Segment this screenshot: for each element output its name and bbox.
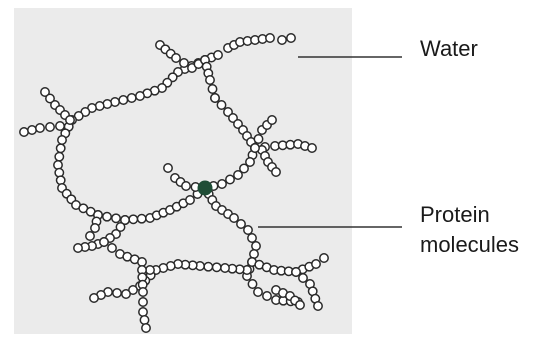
protein-bead xyxy=(181,181,191,191)
protein-bead xyxy=(253,134,264,144)
protein-bead xyxy=(249,249,259,259)
protein-bead xyxy=(120,215,130,225)
protein-bead xyxy=(250,143,260,153)
protein-bead-end xyxy=(73,243,83,253)
protein-bead xyxy=(118,95,129,105)
protein-bead xyxy=(45,93,55,104)
protein-bead xyxy=(245,157,255,167)
protein-bead xyxy=(139,315,150,325)
protein-bead xyxy=(277,35,287,45)
protein-bead xyxy=(291,267,301,277)
protein-bead xyxy=(185,195,195,205)
protein-bead xyxy=(262,291,272,301)
protein-bead xyxy=(102,211,112,222)
protein-bead xyxy=(55,143,66,154)
protein-bead xyxy=(107,243,117,253)
protein-bead xyxy=(90,223,100,233)
protein-bead xyxy=(233,170,243,180)
protein-bead xyxy=(171,53,181,63)
protein-bead xyxy=(138,307,148,317)
protein-bead xyxy=(253,287,263,297)
protein-bead-end xyxy=(313,301,323,311)
protein-bead xyxy=(251,241,261,251)
protein-bead xyxy=(111,213,121,224)
protein-bead xyxy=(136,213,147,224)
protein-bead xyxy=(135,91,145,101)
protein-bead xyxy=(217,179,227,189)
protein-bead xyxy=(57,135,67,145)
protein-bead xyxy=(247,233,257,243)
protein-bead xyxy=(19,127,29,137)
protein-label-line-2: molecules xyxy=(420,232,520,257)
protein-bead xyxy=(225,174,235,185)
protein-bead-end xyxy=(295,300,305,310)
protein-bead xyxy=(211,262,222,273)
protein-bead xyxy=(298,273,308,283)
protein-bead xyxy=(311,259,321,269)
protein-bead xyxy=(179,58,189,68)
protein-bead-end xyxy=(307,143,317,153)
protein-molecules-label: Protein molecules xyxy=(420,200,519,260)
cross-link-node xyxy=(197,180,213,196)
protein-bead xyxy=(138,297,148,307)
protein-bead xyxy=(115,222,126,232)
protein-bead xyxy=(216,100,227,110)
protein-label-line-1: Protein xyxy=(420,202,490,227)
protein-bead-end xyxy=(271,167,281,177)
protein-bead xyxy=(54,151,65,162)
protein-bead xyxy=(213,50,223,60)
protein-bead-end xyxy=(145,265,155,275)
protein-bead-end xyxy=(55,121,65,131)
protein-bead xyxy=(35,123,45,133)
protein-bead-end xyxy=(85,231,95,241)
protein-bead-end xyxy=(286,33,296,43)
protein-bead xyxy=(265,33,275,43)
protein-bead xyxy=(27,125,37,135)
protein-bead xyxy=(163,163,173,173)
protein-bead xyxy=(220,263,230,273)
protein-bead-end xyxy=(89,293,99,303)
protein-bead xyxy=(239,163,249,174)
protein-bead xyxy=(112,288,122,298)
protein-bead xyxy=(210,93,220,103)
protein-bead-end xyxy=(267,115,277,125)
protein-bead xyxy=(236,219,246,229)
protein-bead-end xyxy=(319,253,329,263)
protein-bead xyxy=(137,257,147,267)
protein-bead xyxy=(126,93,137,103)
protein-bead-end xyxy=(65,115,75,125)
protein-bead xyxy=(205,75,215,85)
protein-bead xyxy=(40,87,50,97)
protein-bead xyxy=(45,122,55,132)
protein-bead xyxy=(243,225,253,235)
protein-bead xyxy=(138,287,148,297)
protein-bead-end xyxy=(141,323,151,333)
protein-bead xyxy=(203,261,214,272)
protein-bead xyxy=(99,237,109,247)
water-label: Water xyxy=(420,36,478,61)
protein-bead xyxy=(247,279,258,289)
protein-bead xyxy=(207,84,218,94)
protein-bead xyxy=(121,289,131,299)
protein-bead xyxy=(128,214,139,225)
protein-bead xyxy=(229,213,239,223)
